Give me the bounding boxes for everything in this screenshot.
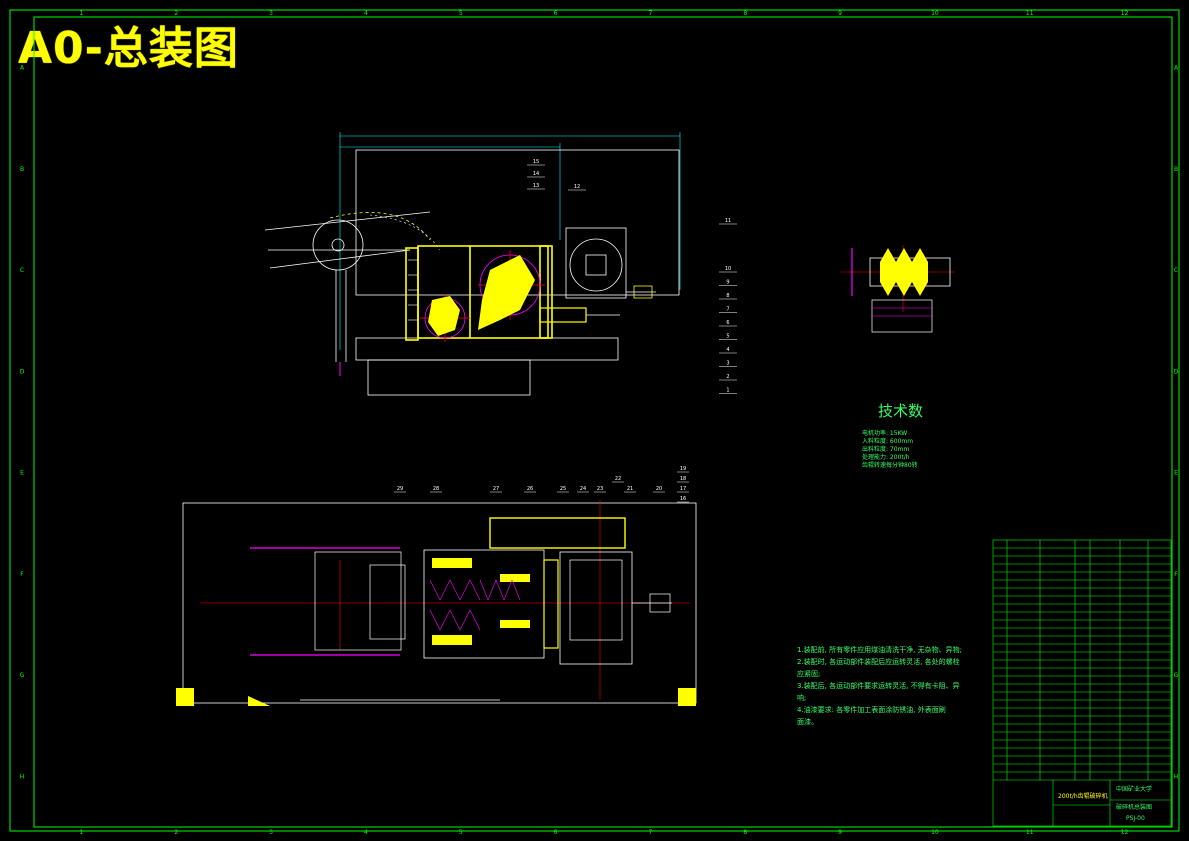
part-balloon: 5 [726, 334, 729, 340]
parts-list [992, 539, 1172, 827]
part-balloon: 18 [680, 476, 686, 482]
frame-col-label: 9 [838, 829, 842, 836]
part-balloon: 17 [680, 486, 686, 492]
frame-col-label: 12 [1121, 829, 1129, 836]
frame-col-label: 7 [649, 829, 653, 836]
part-balloon: 3 [726, 361, 729, 367]
tech-param-line: 处理能力: 200t/h [862, 454, 910, 461]
part-balloon: 6 [726, 320, 729, 326]
title-block-project: 200t/h齿辊破碎机 [1058, 793, 1108, 800]
frame-row-label: C [1174, 267, 1178, 274]
frame-row-label: H [20, 773, 25, 780]
frame-row-label: E [20, 470, 24, 477]
frame-col-label: 12 [1121, 10, 1129, 17]
frame-row-label: H [1174, 773, 1179, 780]
part-balloon: 19 [680, 466, 686, 472]
frame-row-label: G [1174, 672, 1179, 679]
frame-col-label: 7 [649, 10, 653, 17]
tech-params-title: 技术数 [878, 402, 924, 420]
part-balloon: 16 [680, 496, 686, 502]
part-balloon: 15 [533, 159, 539, 165]
note-line: 2.装配时, 各运动部件装配后应运转灵活, 各处的螺栓 [797, 658, 960, 666]
frame-row-label: D [1174, 368, 1179, 375]
frame-col-label: 6 [554, 829, 558, 836]
frame-row-label: G [20, 672, 25, 679]
note-line: 面漆。 [797, 718, 818, 726]
plan-view: 29 28 27 26 25 24 23 22 21 20 19 18 17 16 [176, 466, 697, 706]
frame-row-label: D [20, 368, 25, 375]
frame-col-label: 4 [364, 10, 368, 17]
part-balloon: 26 [527, 486, 533, 492]
drawing-frame [9, 9, 1180, 832]
part-balloon: 1 [726, 388, 729, 394]
tech-param-line: 入料粒度: 600mm [862, 438, 914, 445]
frame-row-label: C [20, 267, 24, 274]
frame-col-label: 5 [459, 10, 463, 17]
part-balloon: 21 [627, 486, 633, 492]
title-block-drawing-name: 破碎机总装图 [1116, 804, 1153, 811]
frame-col-label: 5 [459, 829, 463, 836]
part-balloon: 11 [725, 218, 731, 224]
part-balloon: 10 [725, 266, 731, 272]
note-line: 响; [797, 694, 807, 702]
tech-param-line: 电机功率: 15KW [862, 430, 908, 437]
part-balloon: 24 [580, 486, 586, 492]
frame-col-label: 10 [931, 829, 939, 836]
frame-col-label: 3 [269, 829, 273, 836]
frame-row-label: F [20, 571, 24, 578]
title-block-code: PSJ-00 [1126, 815, 1145, 822]
frame-col-label: 8 [743, 10, 747, 17]
frame-row-label: E [1174, 470, 1178, 477]
part-balloon: 28 [433, 486, 439, 492]
page-title: A0-总装图 [18, 23, 239, 74]
frame-col-label: 3 [269, 10, 273, 17]
frame-col-label: 1 [80, 829, 84, 836]
part-balloon: 27 [493, 486, 499, 492]
note-line: 3.装配后, 各运动部件要求运转灵活, 不得有卡阻、异 [797, 682, 960, 690]
note-line: 4.油漆要求: 各零件加工表面涂防锈油, 外表面刷 [797, 706, 946, 714]
frame-col-label: 11 [1026, 829, 1034, 836]
frame-row-label: A [1174, 65, 1179, 72]
frame-col-label: 11 [1026, 10, 1034, 17]
frame-row-label: B [20, 166, 24, 173]
part-balloon: 12 [574, 184, 580, 190]
frame-col-label: 10 [931, 10, 939, 17]
front-view: 15 14 13 12 11 10 9 8 7 6 5 4 3 2 1 [264, 132, 737, 396]
note-line: 应紧固; [797, 670, 821, 678]
title-block-university: 中国矿业大学 [1116, 786, 1153, 793]
frame-col-label: 9 [838, 10, 842, 17]
part-balloon: 20 [656, 486, 662, 492]
part-balloon: 22 [615, 476, 621, 482]
tech-param-line: 齿辊转速每分钟80转 [862, 462, 918, 469]
frame-col-label: 2 [174, 829, 178, 836]
detail-view [840, 245, 955, 333]
frame-col-label: 2 [174, 10, 178, 17]
part-balloon: 14 [533, 171, 539, 177]
frame-col-label: 4 [364, 829, 368, 836]
frame-row-label: B [1174, 166, 1178, 173]
frame-col-label: 8 [743, 829, 747, 836]
note-line: 1.装配前, 所有零件应用煤油清洗干净, 无杂物、异物; [797, 646, 962, 654]
part-balloon: 4 [726, 347, 729, 353]
part-balloon: 13 [533, 183, 539, 189]
frame-col-label: 6 [554, 10, 558, 17]
frame-row-label: F [1174, 571, 1178, 578]
part-balloon: 29 [397, 486, 403, 492]
part-balloon: 2 [726, 374, 729, 380]
tech-param-line: 出料粒度: 70mm [862, 446, 910, 453]
frame-row-label: A [20, 65, 25, 72]
part-balloon: 8 [726, 293, 729, 299]
part-balloon: 25 [560, 486, 566, 492]
frame-col-label: 1 [80, 10, 84, 17]
part-balloon: 23 [597, 486, 603, 492]
part-balloon: 9 [726, 280, 729, 286]
part-balloon: 7 [726, 307, 729, 313]
